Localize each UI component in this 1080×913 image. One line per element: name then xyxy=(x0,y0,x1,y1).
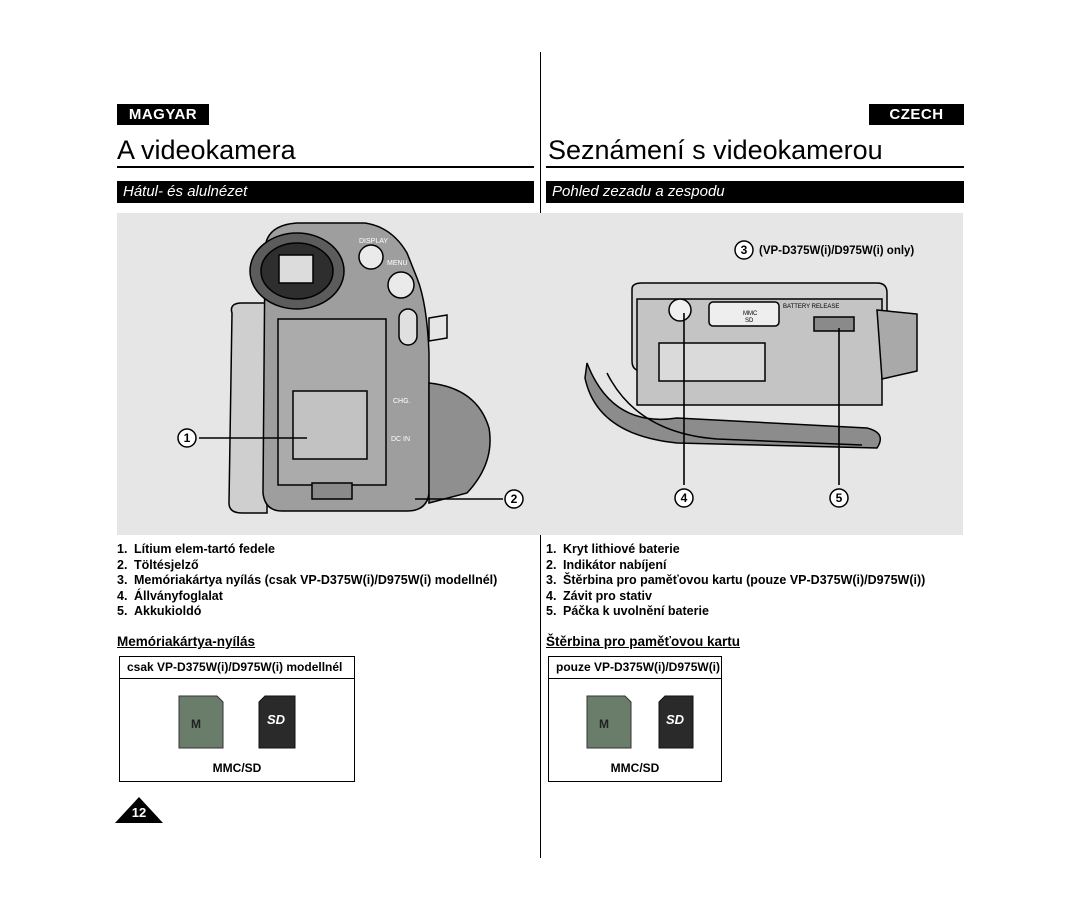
svg-text:M: M xyxy=(191,717,201,731)
card-box-right: pouze VP-D375W(i)/D975W(i) M SD MMC/SD xyxy=(548,656,722,782)
card-slot-heading-right: Štěrbina pro paměťovou kartu xyxy=(546,634,741,649)
camcorder-drawing: DISPLAY MENU CHG. DC IN BATTERY RELEASE … xyxy=(177,222,918,514)
list-item: 2.Indikátor nabíjení xyxy=(546,557,667,572)
mmc-sd-cards-icon: M SD xyxy=(586,695,694,749)
parts-list-right: 1.Kryt lithiové baterie 2.Indikátor nabí… xyxy=(546,542,925,620)
section-bar-left: Hátul- és alulnézet xyxy=(117,181,534,203)
language-badge-czech: CZECH xyxy=(869,104,964,125)
title-rule-right xyxy=(546,166,964,168)
sd-label: SD xyxy=(745,318,754,324)
display-label: DISPLAY xyxy=(359,238,388,245)
list-item: 3.Memóriakártya nyílás (csak VP-D375W(i)… xyxy=(117,573,498,587)
page-number: 12 xyxy=(131,805,147,820)
svg-text:SD: SD xyxy=(666,712,685,727)
card-box-caption: csak VP-D375W(i)/D975W(i) modellnél xyxy=(120,657,354,679)
svg-text:M: M xyxy=(599,717,609,731)
callout-4: 4 xyxy=(681,491,688,505)
callout-3-note: (VP-D375W(i)/D975W(i) only) xyxy=(759,245,914,257)
callout-1: 1 xyxy=(184,431,191,445)
card-box-caption: pouze VP-D375W(i)/D975W(i) xyxy=(549,657,721,679)
list-item: 4.Állványfoglalat xyxy=(117,588,223,603)
list-item: 5.Akkukioldó xyxy=(117,604,202,618)
list-item: 1.Kryt lithiové baterie xyxy=(546,542,680,556)
card-label: MMC/SD xyxy=(610,761,660,775)
menu-label: MENU xyxy=(387,260,408,267)
parts-list-left: 1.Lítium elem-tartó fedele 2.Töltésjelző… xyxy=(117,542,497,620)
list-item: 1.Lítium elem-tartó fedele xyxy=(117,542,275,556)
card-box-left: csak VP-D375W(i)/D975W(i) modellnél M SD… xyxy=(119,656,355,782)
chg-label: CHG. xyxy=(393,398,411,405)
page-number-triangle-icon xyxy=(115,797,163,823)
callout-2: 2 xyxy=(511,492,518,506)
page-title-left: A videokamera xyxy=(117,135,296,165)
callout-3: 3 xyxy=(741,243,748,257)
camera-illustration: DISPLAY MENU CHG. DC IN BATTERY RELEASE … xyxy=(117,213,963,535)
list-item: 4.Závit pro stativ xyxy=(546,588,652,603)
list-item: 3.Štěrbina pro paměťovou kartu (pouze VP… xyxy=(546,573,926,587)
page-title-right: Seznámení s videokamerou xyxy=(548,135,883,165)
section-bar-right: Pohled zezadu a zespodu xyxy=(546,181,964,203)
card-label: MMC/SD xyxy=(212,761,262,775)
mmc-sd-cards-icon: M SD xyxy=(178,695,296,749)
language-badge-magyar: MAGYAR xyxy=(117,104,209,125)
page-number-badge: 12 xyxy=(115,797,163,823)
callout-5: 5 xyxy=(836,491,843,505)
mmc-label: MMC xyxy=(743,311,758,317)
title-rule-left xyxy=(117,166,534,168)
card-slot-heading-left: Memóriakártya-nyílás xyxy=(117,634,256,649)
list-item: 2.Töltésjelző xyxy=(117,557,199,572)
dc-in-label: DC IN xyxy=(391,436,410,443)
svg-text:SD: SD xyxy=(267,712,286,727)
battery-release-label: BATTERY RELEASE xyxy=(783,304,839,310)
list-item: 5.Páčka k uvolnění baterie xyxy=(546,604,709,618)
